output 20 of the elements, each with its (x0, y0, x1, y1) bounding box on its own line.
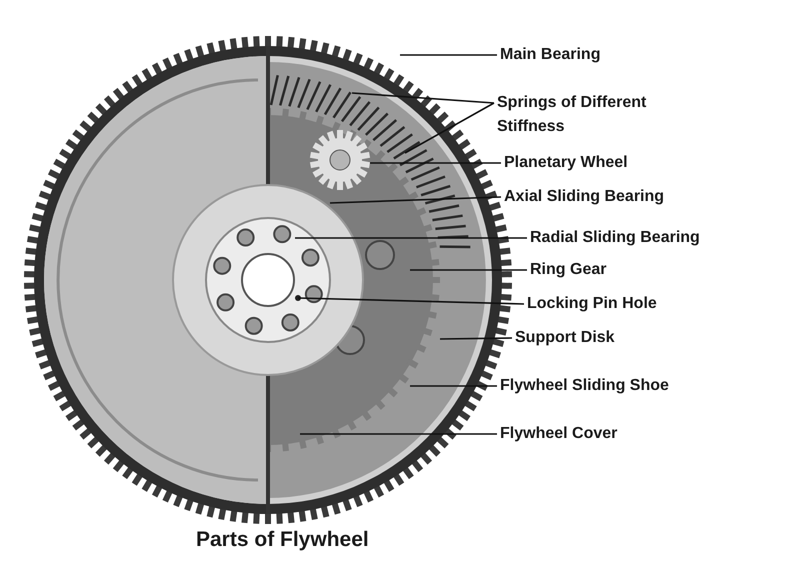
leader-line (400, 54, 497, 56)
part-label: Radial Sliding Bearing (530, 226, 700, 250)
part-label: Springs of Different Stiffness (497, 91, 677, 139)
leader-line (330, 196, 502, 204)
leader-line (300, 433, 497, 435)
part-label: Ring Gear (530, 258, 606, 282)
leader-line (404, 102, 494, 154)
part-label: Flywheel Sliding Shoe (500, 374, 669, 398)
leader-line (352, 92, 494, 104)
leader-line (295, 237, 527, 239)
leader-line (370, 162, 501, 164)
leader-line (298, 297, 524, 305)
part-label: Planetary Wheel (504, 151, 628, 175)
part-label: Flywheel Cover (500, 422, 618, 446)
part-label: Axial Sliding Bearing (504, 185, 664, 209)
caption: Parts of Flywheel (196, 528, 369, 552)
part-label: Support Disk (515, 326, 615, 350)
part-label: Locking Pin Hole (527, 292, 657, 316)
leader-line (410, 269, 527, 271)
part-label: Main Bearing (500, 43, 600, 67)
